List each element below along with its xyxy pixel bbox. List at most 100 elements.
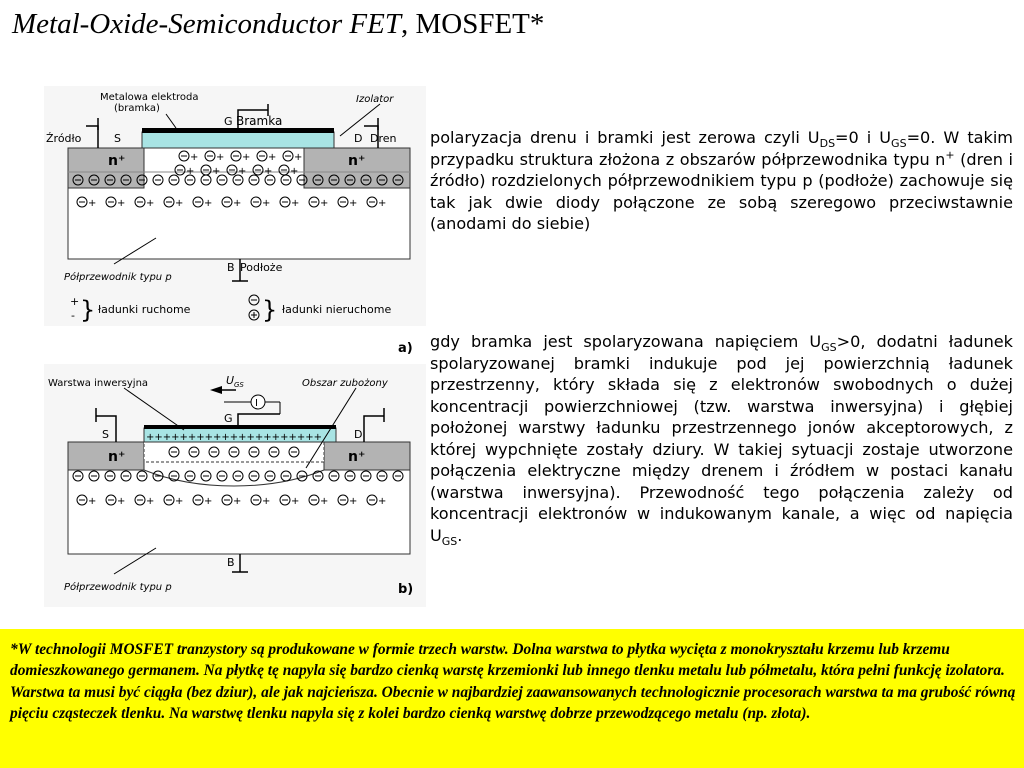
gate-metal xyxy=(142,128,334,133)
gate-lead-b xyxy=(237,413,280,425)
hole-symbol: + xyxy=(233,198,241,209)
charge-symbol xyxy=(282,150,294,162)
label-gate-paren: (bramka) xyxy=(114,103,160,114)
label-ugs-u: U xyxy=(226,374,234,387)
hole-symbol: + xyxy=(294,152,302,163)
hole-symbol: + xyxy=(186,166,194,177)
hole-symbol: + xyxy=(175,496,183,507)
oxide-layer xyxy=(141,131,335,149)
charge-symbol xyxy=(76,196,88,208)
hole-symbol: + xyxy=(190,152,198,163)
charge-symbol xyxy=(168,470,180,482)
ugs-arrow-icon xyxy=(210,386,222,394)
hole-symbol: + xyxy=(291,496,299,507)
drain-lead-b xyxy=(363,415,384,442)
charge-symbol xyxy=(392,470,404,482)
charge-symbol xyxy=(366,494,378,506)
footnote-text: *W technologii MOSFET tranzystory są pro… xyxy=(10,641,1016,723)
hole-symbol: + xyxy=(204,198,212,209)
charge-symbol xyxy=(221,494,233,506)
charge-symbol xyxy=(134,494,146,506)
charge-symbol xyxy=(184,174,196,186)
label-insulator: Izolator xyxy=(356,94,394,105)
charge-symbols-a: +++++++++++++++++++++ xyxy=(72,150,404,209)
charge-symbol xyxy=(163,196,175,208)
source-lead xyxy=(86,125,99,148)
label-semiconductor-b: Półprzewodnik typu p xyxy=(64,581,172,593)
figure-b-diagram: +++++++++++++++++++++ I Warstwa inwersyj… xyxy=(44,364,426,607)
label-n-plus-left: n⁺ xyxy=(108,153,125,169)
charge-symbol xyxy=(174,164,186,176)
charge-symbol xyxy=(312,470,324,482)
hole-symbol: + xyxy=(117,198,125,209)
hole-symbol: + xyxy=(88,496,96,507)
charge-symbol xyxy=(328,470,340,482)
charge-symbol xyxy=(248,470,260,482)
hole-symbol: + xyxy=(175,198,183,209)
charge-symbol xyxy=(192,494,204,506)
label-semiconductor: Półprzewodnik typu p xyxy=(64,271,172,283)
charge-symbol xyxy=(204,150,216,162)
p1-sub-gs: GS xyxy=(891,137,907,151)
label-n-plus-right-b: n⁺ xyxy=(348,449,365,465)
charge-symbol xyxy=(360,470,372,482)
charge-symbol xyxy=(72,470,84,482)
charge-symbol xyxy=(105,196,117,208)
charge-symbol xyxy=(136,174,148,186)
p2-text-1: gdy bramka jest spolaryzowana napięciem … xyxy=(430,332,822,351)
hole-symbol: + xyxy=(212,166,220,177)
charge-symbol xyxy=(312,174,324,186)
charge-symbol xyxy=(279,196,291,208)
charge-symbol xyxy=(72,174,84,186)
charge-symbol xyxy=(208,446,220,458)
p2-sub-gs-1: GS xyxy=(821,341,837,355)
label-source: Źródło xyxy=(46,132,82,145)
label-source-letter-b: S xyxy=(102,428,109,441)
label-depletion: Obszar zubożony xyxy=(302,378,389,389)
n-plus-drain-region xyxy=(303,147,411,189)
charge-symbol xyxy=(248,174,260,186)
hole-symbol: + xyxy=(146,198,154,209)
hole-symbol: + xyxy=(216,152,224,163)
label-metal-electrode: Metalowa elektroda xyxy=(100,92,199,103)
hole-symbol: + xyxy=(146,496,154,507)
p1-text-2: =0 i U xyxy=(835,128,892,147)
hole-symbol: + xyxy=(262,496,270,507)
charge-symbol xyxy=(279,494,291,506)
charge-symbol xyxy=(76,494,88,506)
charge-symbol xyxy=(104,470,116,482)
charge-symbol xyxy=(120,174,132,186)
paragraph-zero-bias: polaryzacja drenu i bramki jest zerowa c… xyxy=(430,127,1013,235)
semiconductor-leader xyxy=(113,237,157,265)
p1-sub-ds: DS xyxy=(819,137,836,151)
inversion-leader xyxy=(123,387,185,431)
charge-symbol xyxy=(366,196,378,208)
charge-symbol xyxy=(268,446,280,458)
label-source-letter: S xyxy=(114,132,121,145)
charge-symbol xyxy=(248,446,260,458)
charge-symbol xyxy=(226,164,238,176)
figure-a-svg: Metalowa elektroda (bramka) Izolator Źró… xyxy=(46,92,411,324)
p1-text-3: =0. W takim przypadku struktura złożona … xyxy=(430,128,1013,169)
hole-symbol: + xyxy=(88,198,96,209)
charge-symbol xyxy=(152,470,164,482)
charge-symbol xyxy=(296,470,308,482)
figure-a-tag: a) xyxy=(398,341,413,356)
p1-sup-plus: + xyxy=(945,148,955,162)
ugs-source-symbol: I xyxy=(255,398,258,409)
label-ugs-sub: GS xyxy=(234,381,244,389)
charge-symbol xyxy=(392,174,404,186)
metal-leader xyxy=(165,113,177,129)
charge-symbol xyxy=(376,470,388,482)
label-inversion-layer: Warstwa inwersyjna xyxy=(48,378,148,389)
n-plus-source-region xyxy=(67,147,145,189)
p2-text-2: >0, dodatni ładunek spolaryzowanej bramk… xyxy=(430,332,1013,545)
junction-boundary-left xyxy=(68,148,145,189)
hole-symbol: + xyxy=(268,152,276,163)
figure-b-svg: +++++++++++++++++++++ I Warstwa inwersyj… xyxy=(48,374,411,593)
charge-symbol xyxy=(250,196,262,208)
charge-symbol xyxy=(178,150,190,162)
ugs-source-icon xyxy=(250,394,266,410)
hole-symbol: + xyxy=(291,198,299,209)
charge-symbol xyxy=(278,164,290,176)
